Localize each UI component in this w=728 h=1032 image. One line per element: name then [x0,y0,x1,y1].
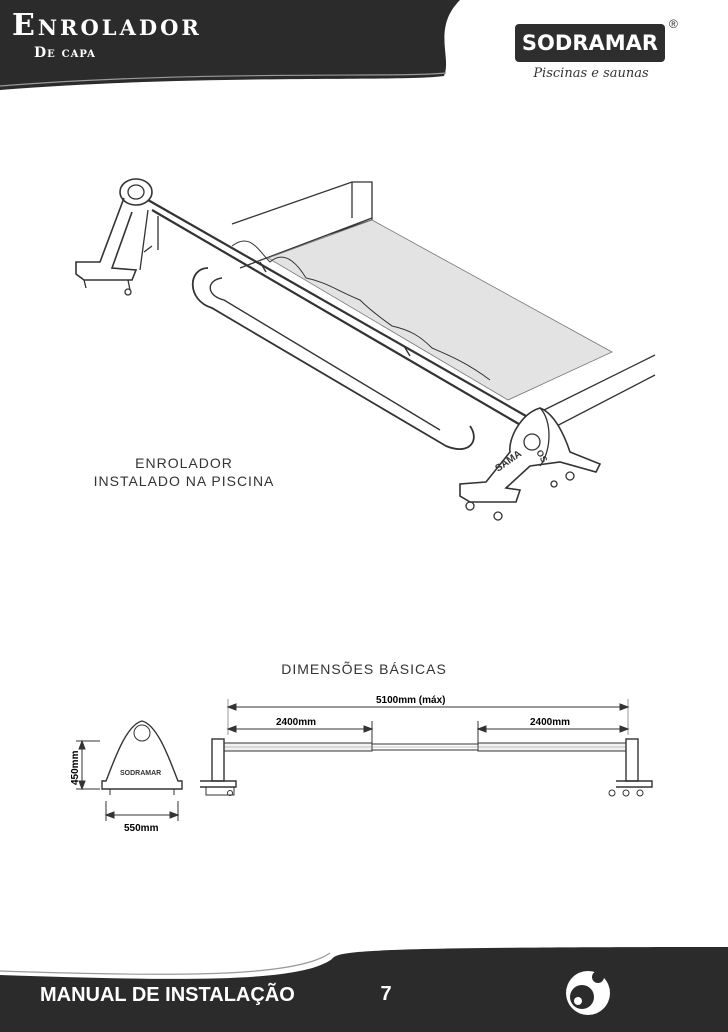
manual-title: MANUAL DE INSTALAÇÃO [40,984,295,1006]
caption-line-1: ENROLADOR [135,455,233,471]
brand-logo-text: SODRAMAR [521,31,659,55]
left-segment-label: 2400mm [276,717,316,728]
brand-emblem-icon [566,971,610,1015]
right-segment-label: 2400mm [530,717,570,728]
side-stand-logo: SODRAMAR [120,770,161,777]
header-band [0,0,460,90]
total-width-label: 5100mm (máx) [376,695,445,706]
page-number: 7 [380,983,392,1005]
page-title: Enrolador [12,8,202,43]
roller-installed-illustration: SAMA OS [75,178,656,521]
registered-mark: ® [669,17,678,31]
dimensions-title: DIMENSÕES BÁSICAS [281,661,447,677]
height-label: 450mm [70,750,81,785]
brand-logo: SODRAMAR [515,24,665,62]
brand-tagline: Piscinas e saunas [533,66,649,81]
base-width-label: 550mm [124,823,159,834]
dimensions-diagram: 5100mm (máx) 2400mm 2400mm 450mm 550mm S… [70,695,653,834]
figure-caption: ENROLADOR INSTALADO NA PISCINA [78,454,290,490]
footer-band [0,947,728,1032]
page-subtitle: De capa [34,45,96,61]
caption-line-2: INSTALADO NA PISCINA [93,473,275,489]
